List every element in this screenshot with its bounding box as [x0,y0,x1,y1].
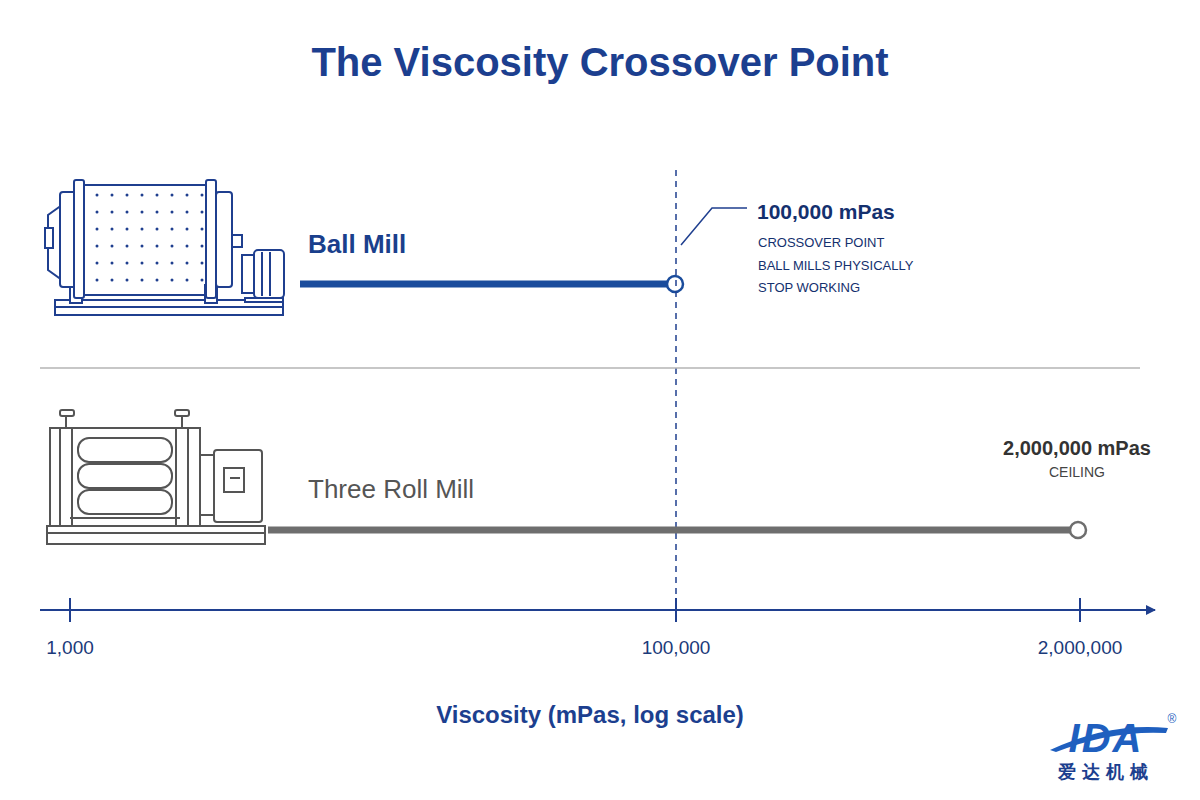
tick-label: 100,000 [642,637,711,659]
machine-label: Three Roll Mill [308,475,474,505]
registered-mark: ® [1168,713,1177,727]
callout-note: CROSSOVER POINT BALL MILLS PHYSICALLY ST… [758,232,917,300]
x-axis [40,609,1155,611]
ceiling-note: CEILING [1049,464,1105,480]
crossover-dashed-line [675,170,677,598]
tick-label: 2,000,000 [1038,637,1123,659]
axis-tick [675,598,677,622]
diagram-title: The Viscosity Crossover Point [311,39,888,85]
three-roll-mill-icon [47,410,265,544]
axis-title: Viscosity (mPas, log scale) [436,701,744,729]
three-roll-mill-range-bar [268,527,1070,534]
logo-chinese: 爱达机械 [1058,762,1154,783]
ceiling-value: 2,000,000 mPas [1003,437,1151,460]
logo-mark: IDA [1069,715,1144,761]
axis-tick [1079,598,1081,622]
three-roll-mill-end-marker [1070,522,1086,538]
axis-tick [69,598,71,622]
callout-value: 100,000 mPas [757,200,895,224]
ball-mill-end-marker [667,276,683,292]
machine-label: Ball Mill [308,230,406,260]
callout-leader [681,208,747,245]
ball-mill-range-bar [300,281,667,288]
tick-label: 1,000 [46,637,94,659]
separator-line [40,367,1140,369]
ball-mill-icon [45,180,284,315]
